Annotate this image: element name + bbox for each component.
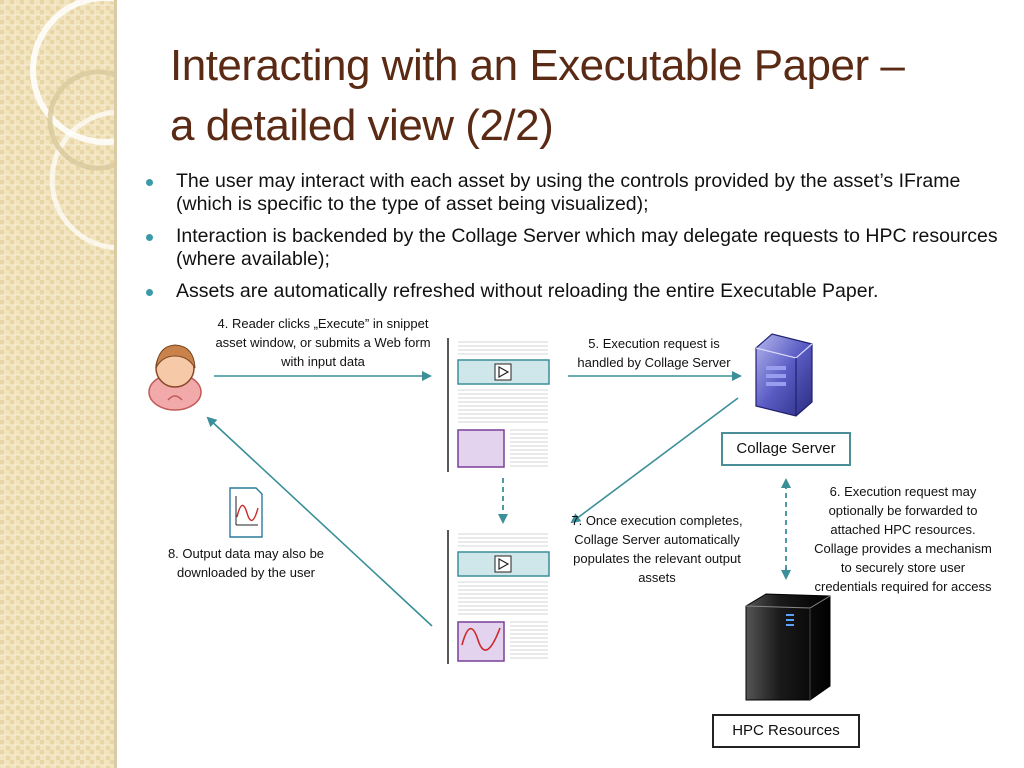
slide-title-line-1: Interacting with an Executable Paper – <box>170 41 905 90</box>
bullet-marker <box>146 289 153 296</box>
caption-step-7: 7. Once execution completes, Collage Ser… <box>571 513 743 585</box>
hpc-resources-label: HPC Resources <box>712 714 860 748</box>
arrow-server-to-paper <box>570 397 739 524</box>
arrow-paper-to-user <box>206 416 433 627</box>
paper-document-after <box>447 530 550 664</box>
bullet-list: The user may interact with each asset by… <box>146 170 1006 312</box>
server-icon <box>755 333 813 417</box>
caption-step-8: 8. Output data may also be downloaded by… <box>167 546 325 580</box>
bullet-item: Interaction is backended by the Collage … <box>146 225 1006 271</box>
chart-document-icon <box>229 487 263 538</box>
slide-title-line-2: a detailed view (2/2) <box>170 101 554 150</box>
collage-server-label: Collage Server <box>721 432 851 466</box>
bullet-marker <box>146 234 153 241</box>
bullet-text: The user may interact with each asset by… <box>176 170 961 215</box>
bullet-text: Assets are automatically refreshed witho… <box>176 280 879 302</box>
bullet-text: Interaction is backended by the Collage … <box>176 225 998 270</box>
bullet-item: The user may interact with each asset by… <box>146 170 1006 216</box>
bullet-item: Assets are automatically refreshed witho… <box>146 280 1006 303</box>
user-icon <box>148 344 202 411</box>
hpc-tower-icon <box>745 593 831 701</box>
caption-step-5: 5. Execution request is handled by Colla… <box>577 336 731 370</box>
play-icon <box>494 363 512 381</box>
slide-title: Interacting with an Executable Paper – a… <box>170 36 1000 156</box>
caption-step-4: 4. Reader clicks „Execute” in snippet as… <box>215 316 431 369</box>
decorative-sidebar <box>0 0 114 768</box>
caption-step-6: 6. Execution request may optionally be f… <box>814 484 992 594</box>
play-icon <box>494 555 512 573</box>
bullet-marker <box>146 179 153 186</box>
sidebar-divider <box>114 0 117 768</box>
paper-document-before <box>447 338 550 472</box>
